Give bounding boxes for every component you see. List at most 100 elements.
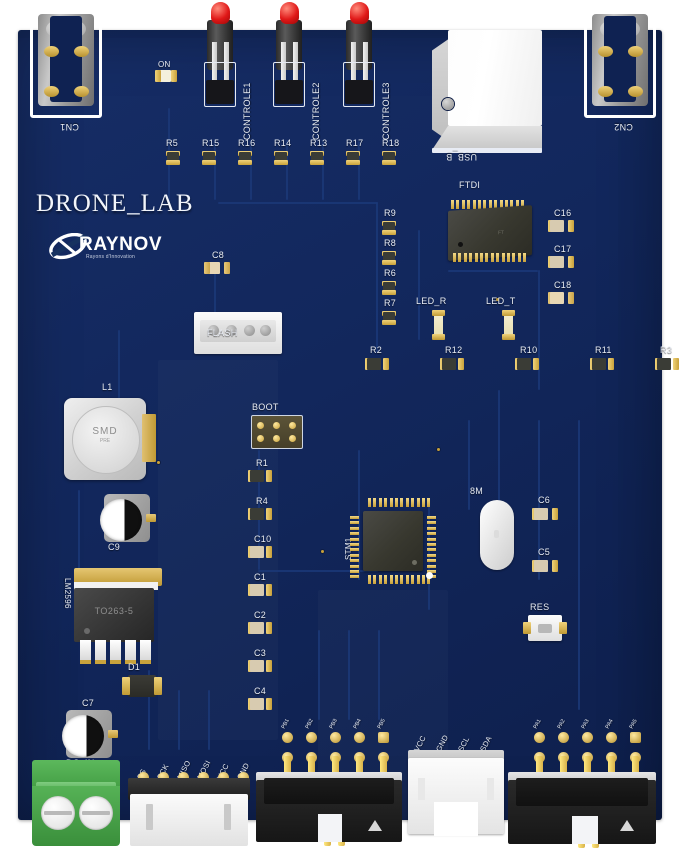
- right-pin-top-pa1[interactable]: [534, 732, 545, 743]
- reset-button[interactable]: [523, 615, 567, 641]
- page-title: DRONE_LAB: [36, 190, 194, 217]
- raynov-logo: RAYNOV Rayons d'Innovation: [46, 232, 186, 267]
- crystal-8m: [480, 500, 514, 570]
- capacitor-c5: [532, 560, 558, 573]
- resistor-r7: [382, 310, 396, 326]
- l1-marking: SMD: [92, 426, 118, 437]
- resistor-r13: [310, 150, 324, 166]
- label-d1: D1: [128, 662, 141, 672]
- label-on: ON: [158, 60, 171, 69]
- label-boot: BOOT: [252, 402, 279, 412]
- resistor-r14: [274, 150, 288, 166]
- led-controle3: [343, 2, 375, 107]
- capacitor-c16: [548, 220, 574, 233]
- led-r: [432, 310, 445, 340]
- mount-clip-cn2: [584, 8, 656, 118]
- spi-pin-mosi[interactable]: [198, 772, 209, 783]
- label-usb-b: USB_B: [446, 152, 478, 162]
- l1-submarking: PRE: [99, 438, 111, 444]
- spi-pin-gnd[interactable]: [238, 772, 249, 783]
- resistor-r6: [382, 280, 396, 296]
- led-controle2: [273, 2, 305, 107]
- right-pin-label-pa1: PA1: [532, 718, 543, 730]
- center-pin-top-pb4[interactable]: [354, 732, 365, 743]
- center-pin-top-pb2[interactable]: [306, 732, 317, 743]
- spi-pin-miso[interactable]: [178, 772, 189, 783]
- spi-pin-sck[interactable]: [158, 772, 169, 783]
- resistor-r3: [655, 358, 679, 371]
- resistor-r2: [365, 358, 389, 371]
- resistor-r11: [590, 358, 614, 371]
- label-led-t: LED_T: [486, 296, 516, 306]
- regulator-lm2596: TO263-5: [74, 568, 162, 664]
- raynov-swoosh-icon: [49, 232, 88, 260]
- raynov-tagline: Rayons d'Innovation: [86, 254, 135, 260]
- flash-connector: [194, 312, 282, 354]
- resistor-r15: [202, 150, 216, 166]
- right-pin-top-pa4[interactable]: [606, 732, 617, 743]
- resistor-r4: [248, 508, 272, 521]
- resistor-r8: [382, 250, 396, 266]
- capacitor-c9: [98, 492, 156, 548]
- label-cn1: CN1: [60, 122, 79, 132]
- resistor-r18: [382, 150, 396, 166]
- stm32-mcu: [350, 498, 436, 584]
- right-pin-top-pa2[interactable]: [558, 732, 569, 743]
- label-crystal: 8M: [470, 486, 484, 496]
- capacitor-c17: [548, 256, 574, 269]
- inductor-l1: SMD PRE: [64, 398, 156, 480]
- capacitor-c6: [532, 508, 558, 521]
- label-flash: FLASH: [207, 328, 238, 338]
- boot-header[interactable]: [251, 415, 303, 449]
- led-controle1: [204, 2, 236, 107]
- capacitor-c10: [248, 546, 272, 559]
- label-led-r: LED_R: [416, 296, 447, 306]
- label-controle2: CONTROLE2: [311, 82, 321, 140]
- capacitor-c2: [248, 622, 272, 635]
- ftdi-chip: FT: [442, 200, 536, 272]
- capacitor-c4: [248, 698, 272, 711]
- label-c7: C7: [82, 698, 95, 708]
- capacitor-c1: [248, 584, 272, 597]
- to263-marking: TO263-5: [94, 606, 134, 616]
- right-pin-label-pa4: PA4: [604, 718, 615, 730]
- label-ftdi: FTDI: [459, 180, 481, 190]
- right-header[interactable]: PA1 PA2 PA3 PA4 PA5: [508, 680, 656, 852]
- resistor-r1: [248, 470, 272, 483]
- resistor-r10: [515, 358, 539, 371]
- right-pin-label-pa3: PA3: [580, 718, 591, 730]
- center-pin-label-pb1: PB1: [280, 717, 291, 730]
- label-controle1: CONTROLE1: [242, 82, 252, 140]
- center-pin-top-pb5[interactable]: [378, 732, 389, 743]
- label-controle3: CONTROLE3: [381, 82, 391, 140]
- capacitor-c8: [204, 262, 230, 276]
- label-l1: L1: [102, 382, 113, 392]
- label-c8: C8: [212, 250, 225, 260]
- center-pin-label-pb4: PB4: [352, 717, 363, 730]
- diode-d1: [122, 675, 162, 697]
- right-pin-top-pa3[interactable]: [582, 732, 593, 743]
- spi-header[interactable]: SSSCKMISOMOSIVCCGND: [128, 742, 251, 852]
- spi-pin-ss[interactable]: [138, 772, 149, 783]
- usb-b-connector: [432, 30, 542, 160]
- on-led: [155, 70, 177, 83]
- dc-screw-terminal[interactable]: [32, 760, 120, 846]
- mount-clip-cn1: [30, 8, 102, 118]
- capacitor-c3: [248, 660, 272, 673]
- resistor-r17: [346, 150, 360, 166]
- resistor-r9: [382, 220, 396, 236]
- resistor-r16: [238, 150, 252, 166]
- spi-pin-vcc[interactable]: [218, 772, 229, 783]
- raynov-wordmark: RAYNOV: [79, 234, 163, 255]
- center-pin-top-pb3[interactable]: [330, 732, 341, 743]
- center-pin-top-pb1[interactable]: [282, 732, 293, 743]
- capacitor-c18: [548, 292, 574, 305]
- right-pin-label-pa5: PA5: [628, 718, 639, 730]
- label-c9: C9: [108, 542, 121, 552]
- right-pin-label-pa2: PA2: [556, 718, 567, 730]
- right-pin-top-pa5[interactable]: [630, 732, 641, 743]
- led-t: [502, 310, 515, 340]
